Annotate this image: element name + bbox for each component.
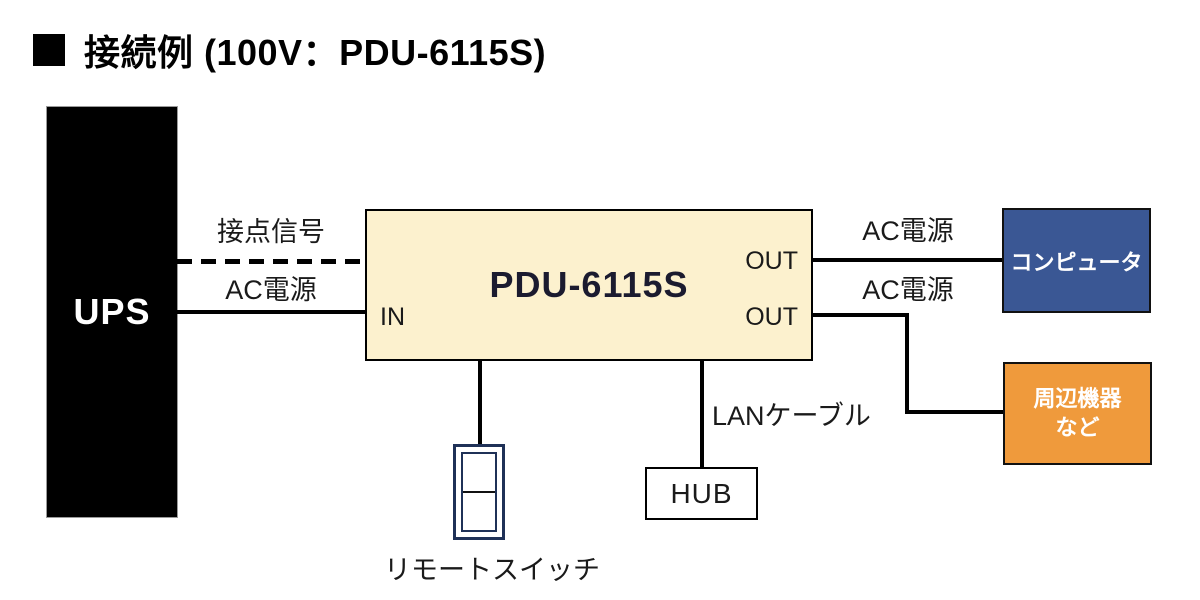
ups-box: UPS bbox=[46, 106, 178, 518]
remote-switch-icon-inner bbox=[461, 452, 497, 532]
peripheral-label-line1: 周辺機器 bbox=[1033, 385, 1122, 411]
pdu-out1-port-label: OUT bbox=[745, 247, 798, 275]
lan-label: LANケーブル bbox=[712, 401, 871, 431]
pdu-box: PDU-6115S IN OUT OUT bbox=[365, 209, 813, 361]
pdu-out2-port-label: OUT bbox=[745, 303, 798, 331]
computer-label: コンピュータ bbox=[1010, 249, 1143, 275]
page-title-text: 接続例 (100V：PDU-6115S) bbox=[84, 32, 547, 73]
hub-label: HUB bbox=[670, 477, 733, 509]
remote-switch-icon bbox=[453, 444, 505, 540]
ac-out1-label: AC電源 bbox=[862, 216, 954, 246]
pdu-in-port-label: IN bbox=[380, 303, 405, 331]
page-title: 接続例 (100V：PDU-6115S) bbox=[33, 24, 546, 76]
contact-signal-line bbox=[177, 259, 365, 264]
remote-switch-icon-divider bbox=[463, 491, 495, 493]
pdu-label: PDU-6115S bbox=[489, 264, 689, 305]
ac-out2-line-segment-2 bbox=[905, 313, 909, 414]
contact-signal-label: 接点信号 bbox=[217, 217, 325, 247]
peripheral-box: 周辺機器 など bbox=[1003, 362, 1152, 465]
ac-out2-label: AC電源 bbox=[862, 275, 954, 305]
computer-box: コンピュータ bbox=[1002, 208, 1151, 313]
hub-box: HUB bbox=[645, 467, 758, 520]
ups-label: UPS bbox=[73, 291, 151, 332]
remote-switch-line bbox=[478, 361, 482, 444]
remote-switch-label: リモートスイッチ bbox=[384, 555, 600, 585]
black-square-icon bbox=[33, 34, 65, 66]
ac-out2-line-segment-3 bbox=[905, 410, 1003, 414]
ac-in-line bbox=[177, 310, 365, 314]
peripheral-label-line2: など bbox=[1055, 414, 1100, 440]
ac-out1-line bbox=[813, 258, 1003, 262]
ac-out2-line-segment-1 bbox=[813, 313, 909, 317]
lan-line bbox=[700, 361, 704, 467]
ac-in-label: AC電源 bbox=[225, 275, 317, 305]
